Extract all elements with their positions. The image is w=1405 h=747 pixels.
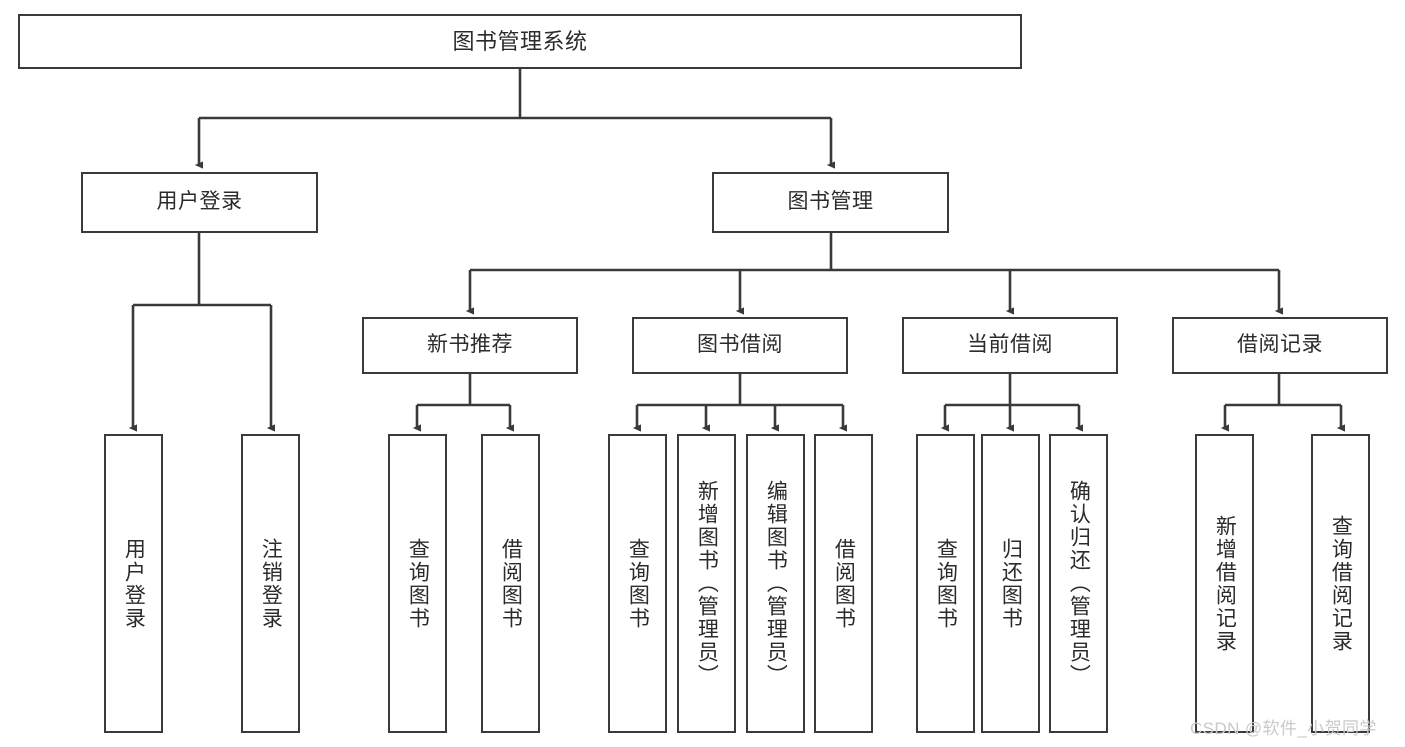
csdn-watermark: CSDN @软件_小贺同学 xyxy=(1190,719,1377,738)
node-label: 查询图书 xyxy=(406,537,430,630)
node-leaf-add-book[interactable]: 新增图书（管理员） xyxy=(677,434,736,733)
node-leaf-return-book[interactable]: 归还图书 xyxy=(981,434,1040,733)
node-label: 借阅图书 xyxy=(832,537,856,630)
node-label: 新增图书（管理员） xyxy=(695,480,719,687)
node-label: 用户登录 xyxy=(156,190,243,214)
node-label: 确认归还（管理员） xyxy=(1067,480,1091,687)
node-leaf-borrow-book-2[interactable]: 借阅图书 xyxy=(814,434,873,733)
node-label: 借阅图书 xyxy=(499,537,523,630)
node-book-management-system[interactable]: 图书管理系统 xyxy=(18,14,1022,69)
node-book-borrow[interactable]: 图书借阅 xyxy=(632,317,848,374)
node-label: 图书借阅 xyxy=(697,333,783,357)
node-label: 查询图书 xyxy=(626,537,650,630)
node-borrow-record[interactable]: 借阅记录 xyxy=(1172,317,1388,374)
node-leaf-query-book-3[interactable]: 查询图书 xyxy=(916,434,975,733)
node-label: 用户登录 xyxy=(122,537,146,630)
node-leaf-edit-book[interactable]: 编辑图书（管理员） xyxy=(746,434,805,733)
node-leaf-query-book-2[interactable]: 查询图书 xyxy=(608,434,667,733)
node-label: 新增借阅记录 xyxy=(1213,514,1237,653)
node-new-book-recommend[interactable]: 新书推荐 xyxy=(362,317,578,374)
node-leaf-confirm-return[interactable]: 确认归还（管理员） xyxy=(1049,434,1108,733)
node-leaf-user-login[interactable]: 用户登录 xyxy=(104,434,163,733)
node-leaf-borrow-book-1[interactable]: 借阅图书 xyxy=(481,434,540,733)
node-label: 归还图书 xyxy=(999,537,1023,630)
node-label: 编辑图书（管理员） xyxy=(764,480,788,687)
node-current-borrow[interactable]: 当前借阅 xyxy=(902,317,1118,374)
node-leaf-query-book-1[interactable]: 查询图书 xyxy=(388,434,447,733)
node-label: 当前借阅 xyxy=(967,333,1053,357)
node-user-login[interactable]: 用户登录 xyxy=(81,172,318,233)
node-label: 注销登录 xyxy=(259,537,283,630)
node-label: 图书管理系统 xyxy=(452,28,588,54)
node-label: 借阅记录 xyxy=(1237,333,1323,357)
node-label: 查询图书 xyxy=(934,537,958,630)
node-leaf-add-record[interactable]: 新增借阅记录 xyxy=(1195,434,1254,733)
node-leaf-logout[interactable]: 注销登录 xyxy=(241,434,300,733)
node-leaf-query-record[interactable]: 查询借阅记录 xyxy=(1311,434,1370,733)
node-label: 查询借阅记录 xyxy=(1329,514,1353,653)
node-label: 图书管理 xyxy=(787,190,874,214)
node-book-management[interactable]: 图书管理 xyxy=(712,172,949,233)
node-label: 新书推荐 xyxy=(427,333,513,357)
